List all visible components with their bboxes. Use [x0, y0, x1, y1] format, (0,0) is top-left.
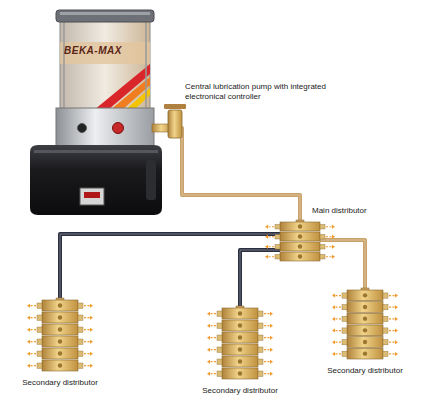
distributor-block [331, 288, 399, 362]
distributor: Secondary distributor [347, 290, 383, 360]
lubrication-pipe [240, 250, 280, 308]
distributor: Main distributor [280, 222, 320, 262]
lubrication-pipe [320, 240, 365, 290]
brand-name: BEKA-MAX [64, 45, 122, 56]
lubrication-pipe [60, 234, 280, 300]
distributor-block [264, 220, 336, 264]
distributor-block [26, 298, 94, 374]
distributor: Secondary distributor [222, 308, 258, 380]
lubrication-pipe [162, 128, 300, 222]
caption: Central lubrication pump with integrated… [185, 82, 357, 102]
caption: Secondary distributor [202, 386, 278, 396]
lubrication-pump: Central lubrication pump with integrated… [30, 10, 162, 215]
caption: Secondary distributor [327, 366, 403, 376]
distributor-block [206, 306, 274, 382]
caption: Main distributor [312, 206, 367, 216]
caption: Secondary distributor [22, 378, 98, 388]
distributor: Secondary distributor [42, 300, 78, 372]
